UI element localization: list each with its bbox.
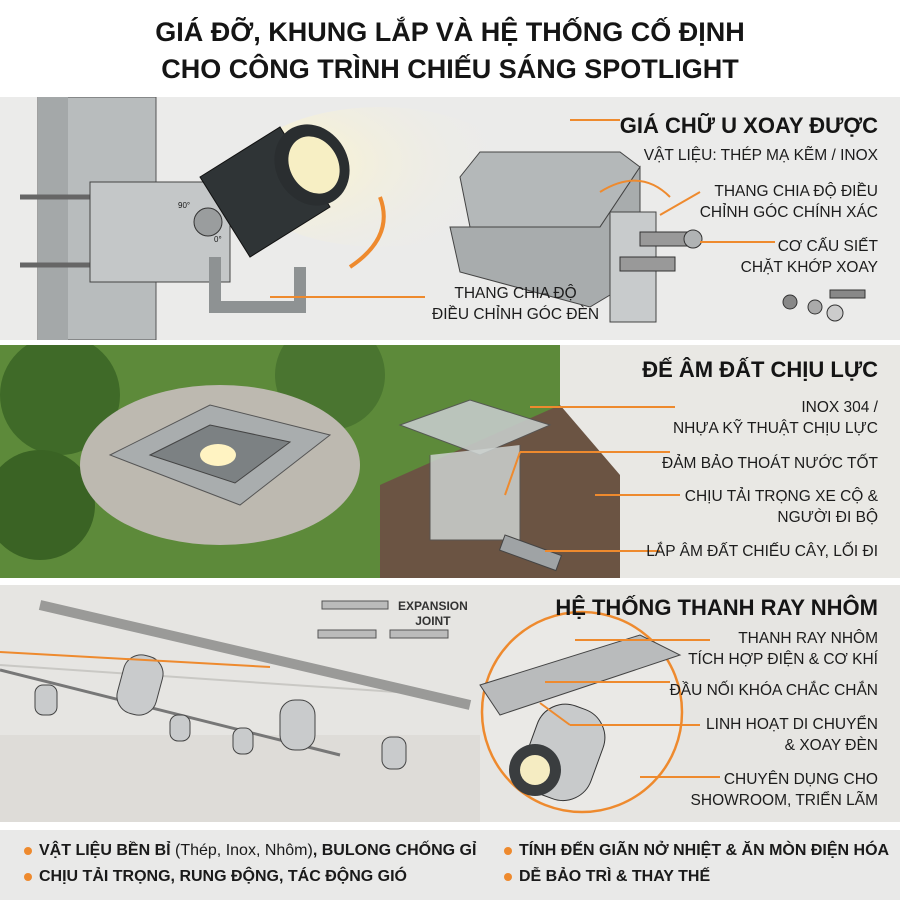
section-inground: ĐẾ ÂM ĐẤT CHỊU LỰC INOX 304 / NHỰA KỸ TH… bbox=[0, 345, 900, 578]
connector-label: ĐẦU NỐI KHÓA CHẮC CHẮN bbox=[669, 682, 878, 699]
lamp-angle-label-1: THANG CHIA ĐỘ bbox=[454, 285, 577, 302]
flexible-label-1: LINH HOẠT DI CHUYỂN bbox=[706, 716, 878, 733]
showroom-label-1: CHUYÊN DỤNG CHO bbox=[723, 771, 878, 788]
track-heading: HỆ THỐNG THANH RAY NHÔM bbox=[555, 595, 878, 620]
u-bracket-heading: GIÁ CHỮ U XOAY ĐƯỢC bbox=[619, 113, 878, 138]
lock-label-1: CƠ CẤU SIẾT bbox=[777, 238, 878, 255]
section-track: HỆ THỐNG THANH RAY NHÔM EXPANSION JOINT … bbox=[0, 585, 900, 822]
key-point-materials: VẬT LIỆU BỀN BỈ (Thép, Inox, Nhôm), BULO… bbox=[24, 842, 476, 860]
key-point-text-normal: (Thép, Inox, Nhôm) bbox=[170, 842, 313, 859]
aluminium-track bbox=[38, 600, 472, 710]
lamp-angle-label: THANG CHIA ĐỘ ĐIỀU CHỈNH GÓC ĐÈN bbox=[432, 283, 599, 325]
load-label-2: NGƯỜI ĐI BỘ bbox=[777, 509, 878, 526]
lamp-angle-label-2: ĐIỀU CHỈNH GÓC ĐÈN bbox=[432, 306, 600, 323]
scale-label-2: CHỈNH GÓC CHÍNH XÁC bbox=[699, 204, 878, 221]
material-label: VẬT LIỆU: THÉP MẠ KẼM / INOX bbox=[643, 147, 878, 164]
scale-label-1: THANG CHIA ĐỘ ĐIỀU bbox=[714, 183, 878, 200]
shrub bbox=[0, 345, 120, 455]
bullet-icon bbox=[24, 846, 32, 855]
expansion-joint-label-2: JOINT bbox=[415, 614, 451, 628]
title-line-2: CHO CÔNG TRÌNH CHIẾU SÁNG SPOTLIGHT bbox=[161, 54, 739, 84]
flexible-label-2: & XOAY ĐÈN bbox=[784, 737, 878, 754]
bullet-icon bbox=[504, 846, 512, 855]
track-label-2: TÍCH HỢP ĐIỆN & CƠ KHÍ bbox=[688, 651, 878, 668]
key-point-text: CHỊU TẢI TRỌNG, RUNG ĐỘNG, TÁC ĐỘNG GIÓ bbox=[39, 868, 407, 885]
expansion-joint-diagram bbox=[321, 600, 389, 610]
angle-knob bbox=[193, 207, 223, 237]
key-point-text: TÍNH ĐẾN GIÃN NỞ NHIỆT & ĂN MÒN ĐIỆN HÓA bbox=[519, 842, 890, 859]
track-spotlight bbox=[116, 654, 164, 716]
key-points-bar: VẬT LIỆU BỀN BỈ (Thép, Inox, Nhôm), BULO… bbox=[0, 830, 900, 900]
key-point-load: CHỊU TẢI TRỌNG, RUNG ĐỘNG, TÁC ĐỘNG GIÓ bbox=[24, 868, 407, 886]
expansion-joint-label-1: EXPANSION bbox=[398, 599, 468, 613]
track-label-1: THANH RAY NHÔM bbox=[738, 630, 878, 647]
page-title: GIÁ ĐỠ, KHUNG LẮP VÀ HỆ THỐNG CỐ ĐỊNH CH… bbox=[0, 14, 900, 88]
load-label-1: CHỊU TẢI TRỌNG XE CỘ & bbox=[684, 488, 878, 505]
bullet-icon bbox=[504, 872, 512, 881]
track-illustration bbox=[0, 600, 720, 822]
key-point-maintenance: DỄ BẢO TRÌ & THAY THẾ bbox=[504, 868, 710, 886]
drainage-label: ĐẢM BẢO THOÁT NƯỚC TỐT bbox=[662, 455, 878, 472]
angle-mark-90: 90° bbox=[178, 201, 191, 210]
key-point-text-2: , BULONG CHỐNG GỈ bbox=[312, 842, 477, 859]
section-u-bracket: GIÁ CHỮ U XOAY ĐƯỢC VẬT LIỆU: THÉP MẠ KẼ… bbox=[0, 97, 900, 340]
lock-label-2: CHẶT KHỚP XOAY bbox=[740, 259, 878, 276]
key-point-text: VẬT LIỆU BỀN BỈ bbox=[39, 842, 171, 859]
showroom-label-2: SHOWROOM, TRIỂN LÃM bbox=[690, 792, 878, 809]
key-point-text: DỄ BẢO TRÌ & THAY THẾ bbox=[519, 868, 711, 885]
key-point-thermal: TÍNH ĐẾN GIÃN NỞ NHIỆT & ĂN MÒN ĐIỆN HÓA bbox=[504, 842, 889, 860]
expansion-joint-label: EXPANSION JOINT bbox=[398, 599, 468, 629]
inground-illustration bbox=[0, 345, 680, 578]
angle-mark-0: 0° bbox=[214, 235, 222, 244]
rotate-arrow-icon bbox=[348, 196, 386, 269]
inox-label-2: NHỰA KỸ THUẬT CHỊU LỰC bbox=[672, 420, 878, 437]
bullet-icon bbox=[24, 872, 32, 881]
inground-box bbox=[398, 399, 552, 456]
drain-pipe bbox=[498, 534, 563, 572]
u-bracket-illustration bbox=[20, 97, 866, 340]
inox-label-1: INOX 304 / bbox=[801, 399, 878, 416]
inground-heading: ĐẾ ÂM ĐẤT CHỊU LỰC bbox=[642, 357, 878, 382]
u-bracket bbox=[209, 257, 306, 313]
install-label: LẮP ÂM ĐẤT CHIẾU CÂY, LỐI ĐI bbox=[646, 543, 878, 560]
title-line-1: GIÁ ĐỠ, KHUNG LẮP VÀ HỆ THỐNG CỐ ĐỊNH bbox=[155, 17, 745, 47]
